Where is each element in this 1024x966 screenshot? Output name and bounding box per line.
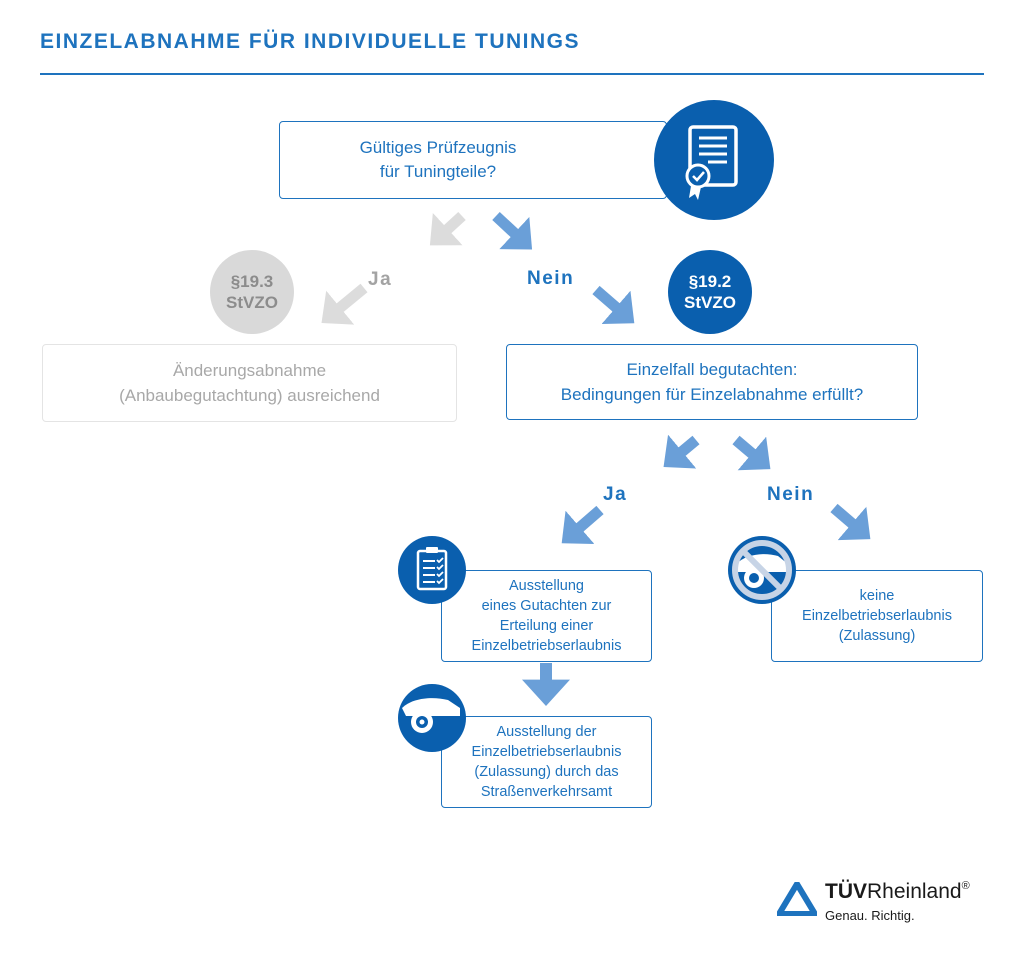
einzelfall-line-2: Bedingungen für Einzelabnahme erfüllt? — [560, 385, 864, 404]
car-icon — [398, 684, 466, 752]
crossed-car-icon — [728, 536, 796, 604]
logo-name-bold: TÜV — [825, 880, 867, 903]
arrow-to-ja-left — [429, 211, 466, 246]
question-box: Gültiges Prüfzeugnis für Tuningteile? — [279, 121, 667, 199]
zulassung-box: Ausstellung der Einzelbetriebserlaubnis … — [441, 716, 652, 808]
gutachten-line-4: Einzelbetriebserlaubnis — [471, 638, 622, 654]
gutachten-line-3: Erteilung einer — [499, 618, 594, 634]
logo-tagline: Genau. Richtig. — [825, 908, 915, 923]
gutachten-line-1: Ausstellung — [509, 578, 584, 594]
badge-19-3-line2: StVZO — [226, 293, 278, 312]
arrow-ja-sub-to-box — [561, 505, 604, 544]
arrow-ja-to-box-left — [321, 283, 368, 325]
title-divider — [40, 73, 984, 75]
logo-name-rest: Rheinland — [867, 880, 962, 903]
tuv-rheinland-logo: TÜVRheinland® Genau. Richtig. — [777, 880, 997, 932]
badge-19-3-line1: §19.3 — [230, 272, 274, 291]
einzelfall-line-1: Einzelfall begutachten: — [626, 360, 798, 379]
checklist-icon — [398, 536, 466, 604]
page-title: EINZELABNAHME FÜR INDIVIDUELLE TUNINGS — [40, 30, 580, 53]
badge-19-2-line1: §19.2 — [688, 272, 732, 291]
aenderungsabnahme-box: Änderungsabnahme (Anbaubegutachtung) aus… — [42, 344, 457, 422]
arrow-to-ja-sub — [663, 434, 700, 469]
aenderungsabnahme-line-2: (Anbaubegutachtung) ausreichend — [119, 386, 380, 405]
yes-label-sub: Ja — [603, 484, 628, 505]
zulassung-line-2: Einzelbetriebserlaubnis — [471, 744, 622, 760]
zulassung-line-3: (Zulassung) durch das — [474, 764, 619, 780]
badge-19-3: §19.3 StVZO — [210, 250, 294, 334]
arrow-to-nein-sub — [732, 435, 771, 471]
no-label-sub: Nein — [767, 484, 815, 505]
gutachten-box: Ausstellung eines Gutachten zur Erteilun… — [441, 570, 652, 662]
triangle-logo-icon — [777, 882, 817, 916]
logo-name: TÜVRheinland® — [825, 880, 970, 904]
zulassung-line-1: Ausstellung der — [496, 724, 597, 740]
arrow-to-nein-right — [492, 211, 533, 250]
question-line-2: für Tuningteile? — [379, 162, 497, 181]
arrow-nein-sub-to-box — [830, 503, 871, 541]
badge-19-2-line2: StVZO — [684, 293, 736, 312]
logo-registered: ® — [961, 880, 970, 892]
keine-line-3: (Zulassung) — [838, 628, 916, 644]
keine-line-2: Einzelbetriebserlaubnis — [802, 608, 952, 624]
yes-label-left: Ja — [368, 269, 393, 290]
aenderungsabnahme-line-1: Änderungsabnahme — [172, 361, 327, 380]
question-line-1: Gültiges Prüfzeugnis — [359, 138, 517, 157]
gutachten-line-2: eines Gutachten zur — [481, 598, 612, 614]
keine-box: keine Einzelbetriebserlaubnis (Zulassung… — [771, 570, 983, 662]
badge-19-2: §19.2 StVZO — [668, 250, 752, 334]
certificate-icon — [654, 100, 774, 220]
zulassung-line-4: Straßenverkehrsamt — [480, 784, 613, 800]
einzelfall-box: Einzelfall begutachten: Bedingungen für … — [506, 344, 918, 420]
arrow-nein-to-box-right — [592, 285, 635, 324]
no-label-right: Nein — [527, 268, 575, 289]
keine-line-1: keine — [859, 588, 895, 604]
